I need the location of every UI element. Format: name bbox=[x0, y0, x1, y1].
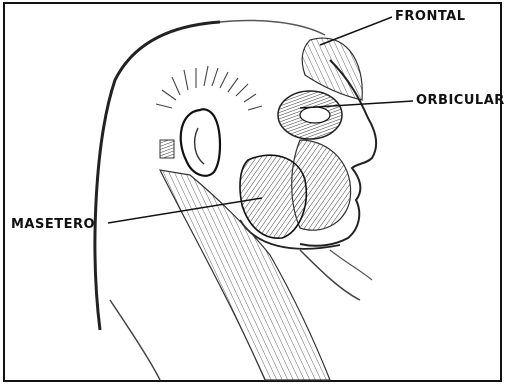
hair-strokes bbox=[156, 66, 262, 110]
frontal-leader-line bbox=[320, 17, 392, 45]
ear bbox=[181, 109, 220, 176]
frontal-label: FRONTAL bbox=[395, 9, 466, 24]
orbicular-label: ORBICULAR bbox=[416, 93, 505, 108]
head-top-outline bbox=[220, 21, 325, 35]
masetero-label: MASETERO bbox=[11, 217, 95, 232]
masetero-muscle bbox=[240, 155, 306, 238]
